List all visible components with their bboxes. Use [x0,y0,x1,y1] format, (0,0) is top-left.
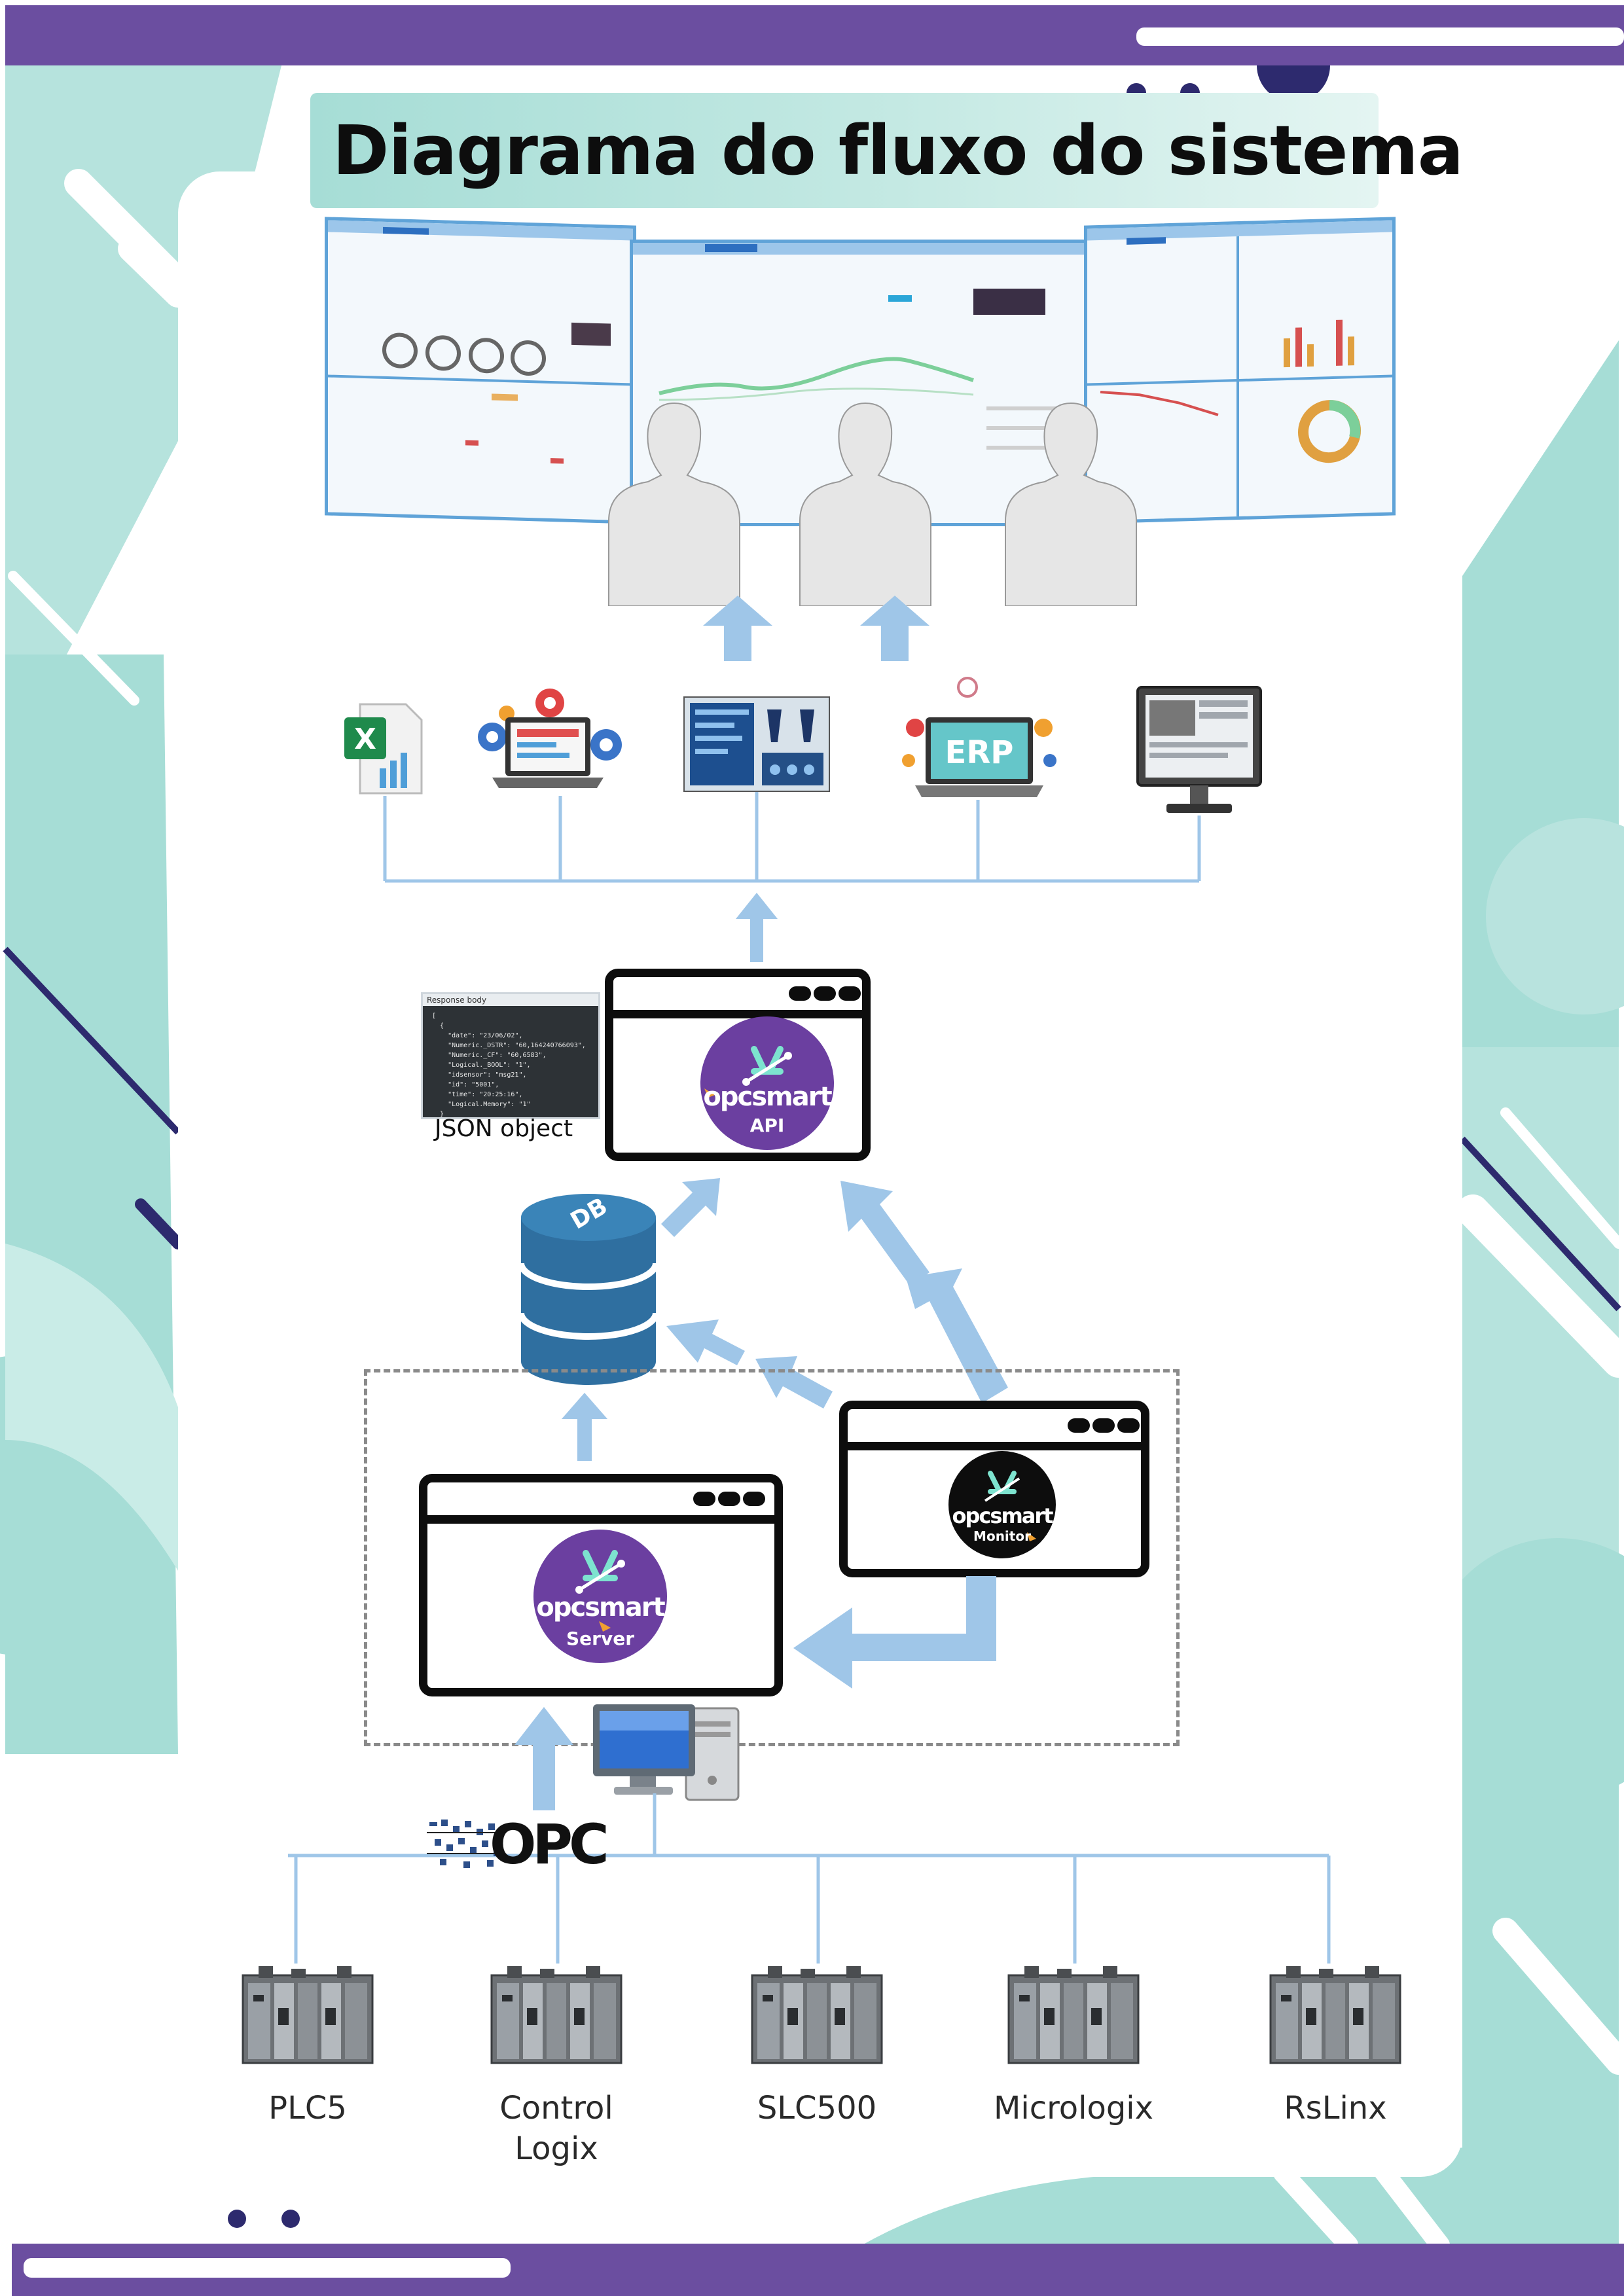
viewers-silhouettes [608,402,1137,606]
opcsmart-api-icon [704,1046,792,1098]
server-logo: opcsmart Server [533,1530,667,1663]
opcsmart-server-icon [575,1550,625,1632]
plc-device-3 [1005,1962,1142,2067]
opc-logo-text: OPC [490,1812,609,1876]
server-logo-text: opcsmart [536,1592,665,1623]
plc-device-1 [488,1962,625,2067]
plc-label-1: Control Logix [499,2090,613,2167]
monitor-window: opcsmart Monitor [839,1401,1149,1577]
plc-network-lines [288,1793,1331,1964]
database-cylinder: DB [521,1191,656,1388]
monitor-label: Monitor [973,1528,1031,1544]
title-banner: Diagrama do fluxo do sistema [310,93,1464,208]
client-applications: X [327,658,1329,888]
excel-icon: X [344,703,423,795]
opcsmart-monitor-icon [984,1471,1036,1541]
plc-rack-icon [751,1966,883,2064]
up-arrow-to-viewers-2 [860,596,929,661]
api-logo-text: opcsmart [703,1082,832,1112]
plc-label-2: SLC500 [757,2090,877,2126]
monitor-logo: opcsmart Monitor [948,1451,1056,1558]
plc-rack-icon [242,1966,374,2064]
arrow-db-to-api [661,1178,720,1237]
up-arrow-api-to-apps [736,893,778,962]
json-object-caption: JSON object [435,1115,573,1142]
gear-laptop-icon [478,689,622,788]
dashboard-video-wall [325,217,1396,526]
plc-device-4 [1267,1962,1404,2067]
arrow-opc-to-server [514,1707,573,1810]
json-response-preview: Response body [ { "date": "23/06/02", "N… [421,992,600,1119]
json-response-header: Response body [423,994,598,1006]
svg-text:X: X [354,723,376,756]
dashboard-pane-center [630,240,1091,526]
up-arrow-to-viewers-1 [703,596,772,661]
plc-device-0 [239,1962,376,2067]
api-window: opcsmart API [605,969,871,1161]
api-label: API [749,1115,785,1136]
plc-label-3: Micrologix [993,2090,1154,2126]
plc-rack-icon [490,1966,623,2064]
desktop-monitor-icon [1136,686,1262,813]
arrow-monitor-to-server [793,1576,996,1689]
erp-label: ERP [945,734,1014,771]
plc-label-4: RsLinx [1284,2090,1387,2126]
dashboard-pane-left [325,217,636,524]
plc-label-0: PLC5 [268,2090,347,2126]
plc-rack-icon [1007,1966,1140,2064]
erp-laptop-icon: ERP [889,675,1067,804]
plc-device-2 [748,1962,886,2067]
dashboard-pane-right [1084,217,1396,524]
opc-logo: OPC [427,1813,634,1876]
api-logo: opcsmart API [700,1016,834,1150]
server-pc-icon [593,1704,740,1801]
server-window: opcsmart Server [419,1474,783,1696]
plc-rack-icon [1269,1966,1401,2064]
monitor-logo-text: opcsmart [952,1503,1054,1528]
hmi-panel-icon [683,696,830,792]
json-response-body: [ { "date": "23/06/02", "Numeric._DSTR":… [432,1013,586,1118]
server-boundary [364,1369,1180,1746]
server-label: Server [566,1628,634,1649]
arrow-server-to-db [562,1393,607,1461]
page-title: Diagrama do fluxo do sistema [333,111,1464,190]
